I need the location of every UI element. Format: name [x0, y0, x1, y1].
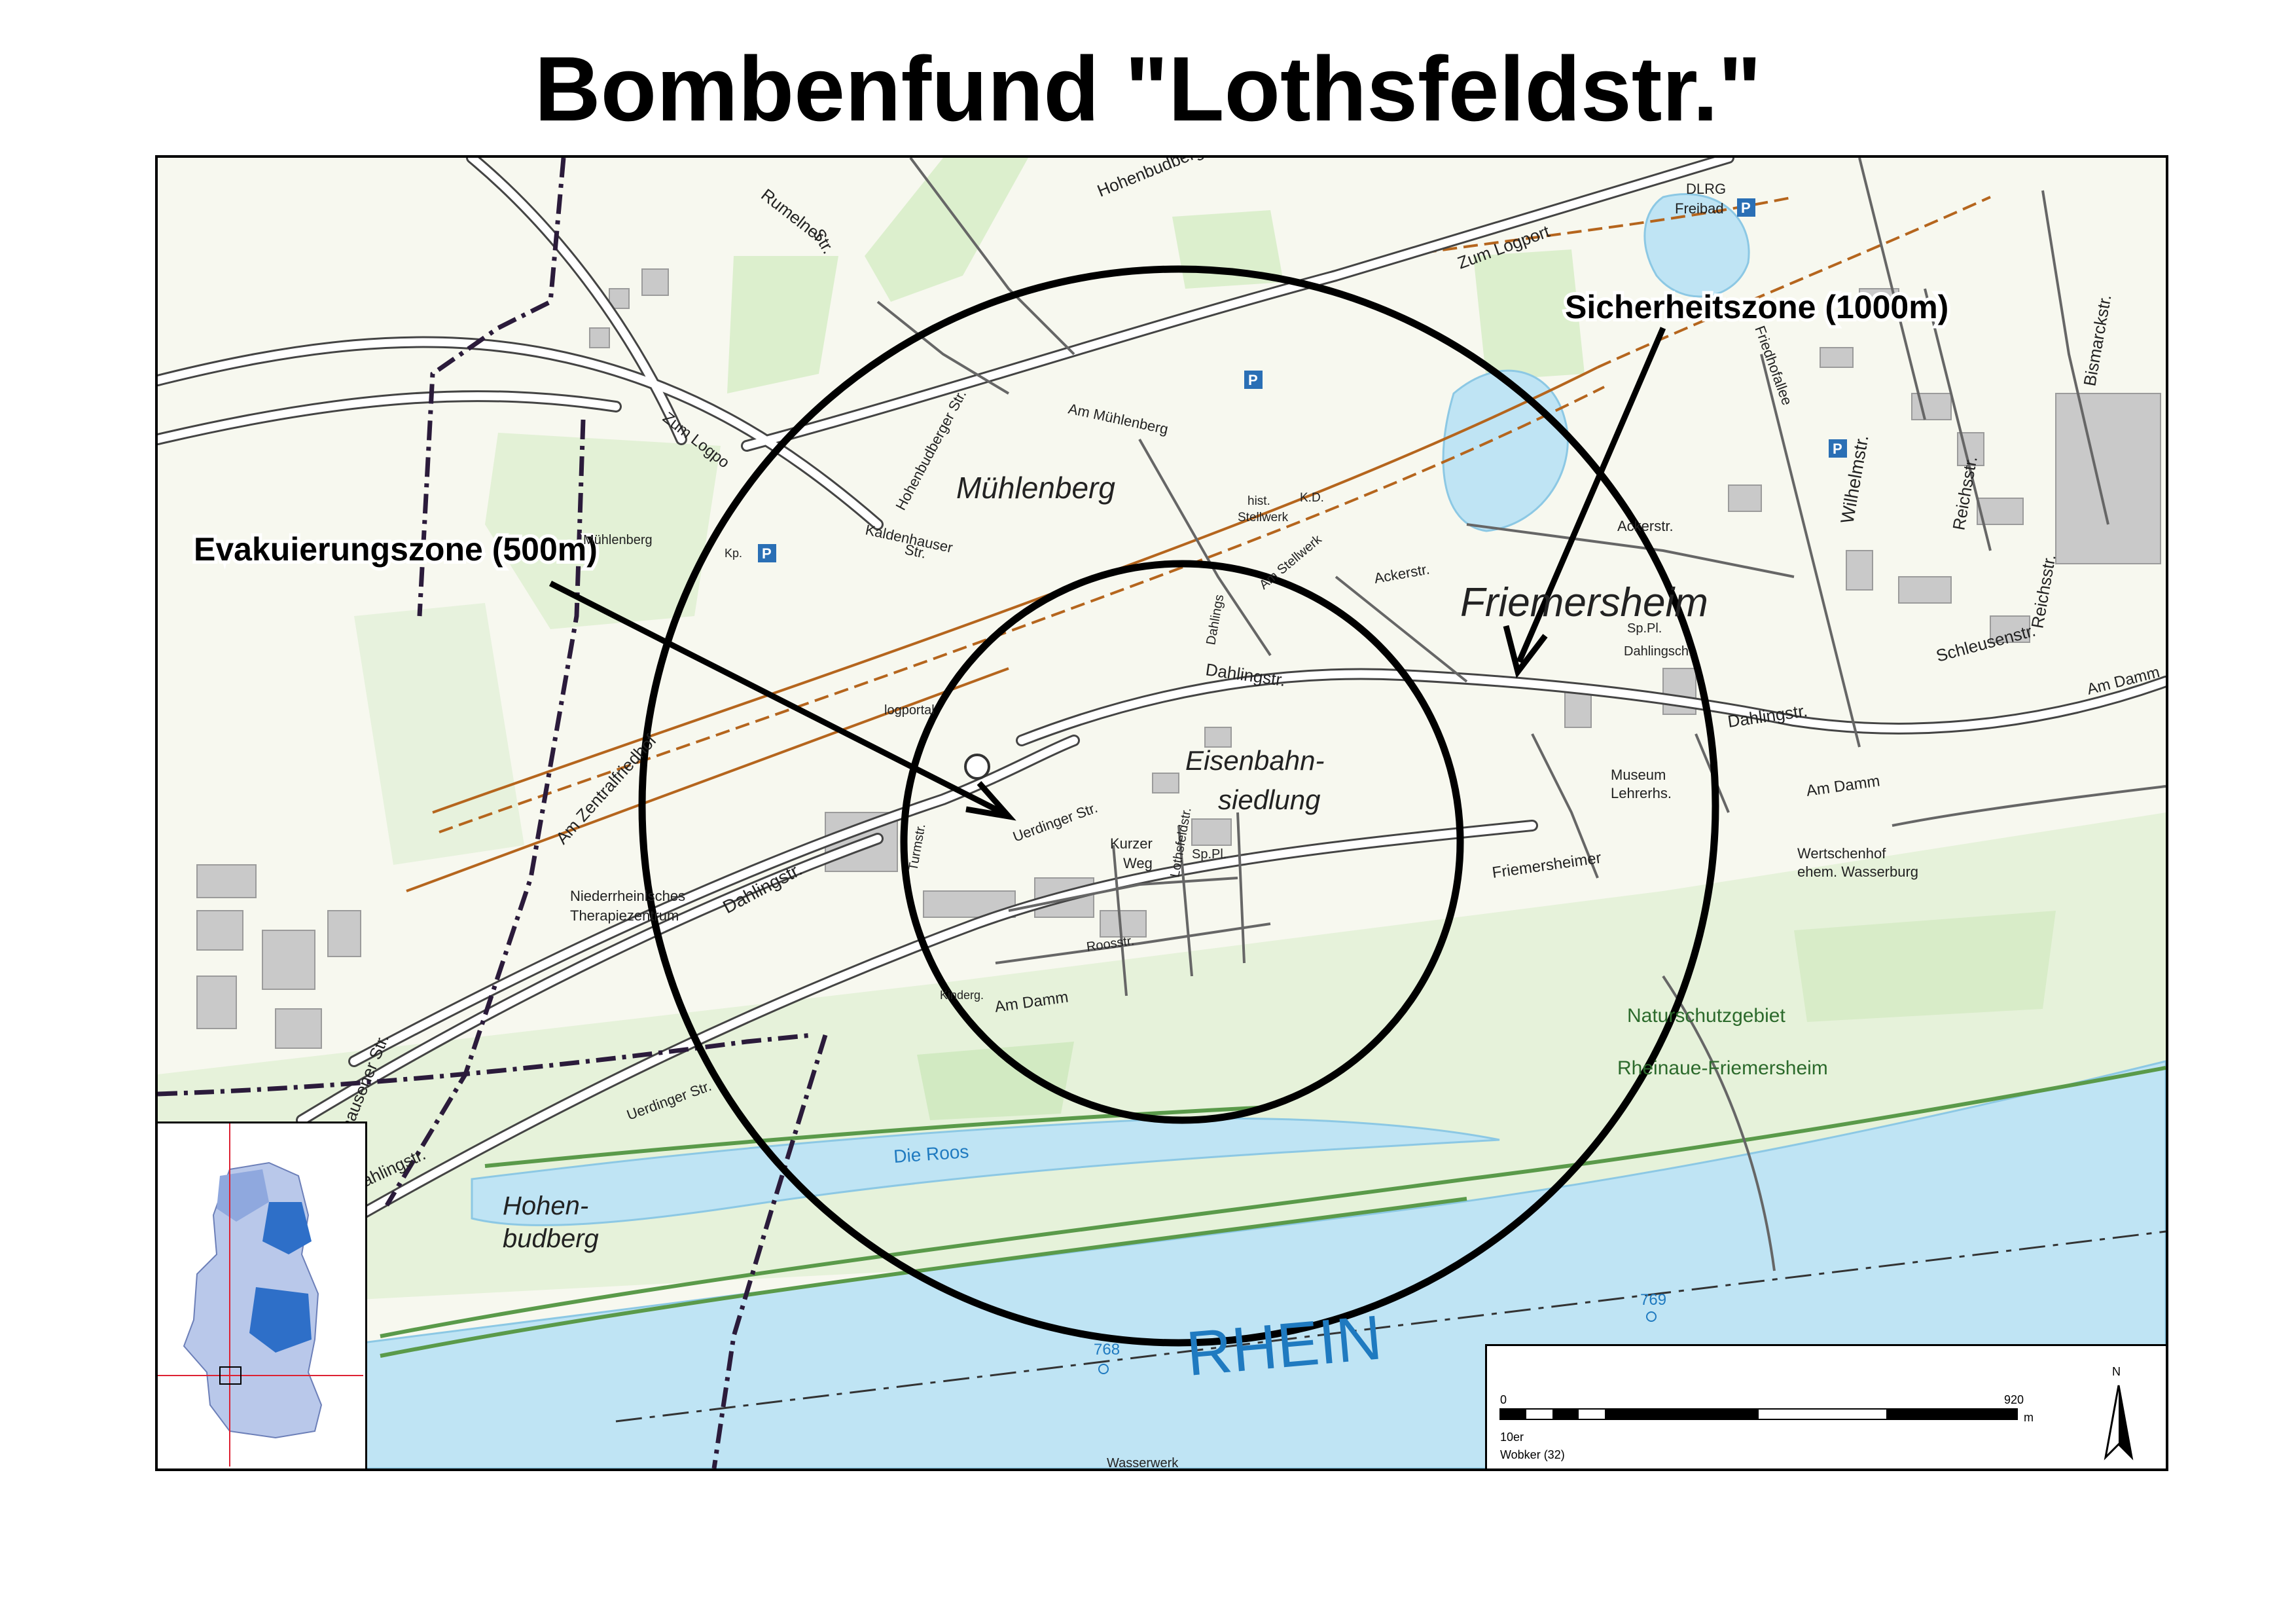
scale-bar — [1499, 1408, 2018, 1420]
place-hohenbudberg-2: budberg — [503, 1224, 599, 1253]
poi-kd: K.D. — [1300, 491, 1324, 505]
street-kurzer-weg-2: Weg — [1123, 855, 1153, 871]
poi-sp-pl-2: Sp.Pl. — [1627, 621, 1662, 636]
poi-nsg-2: Rheinaue-Friemersheim — [1617, 1057, 1828, 1079]
svg-text:P: P — [1833, 441, 1842, 457]
roads-major-fill — [158, 158, 2166, 1222]
place-muehlenberg: Mühlenberg — [956, 471, 1115, 505]
die-roos-channel — [471, 1117, 1500, 1226]
poi-logportal: logportal — [884, 703, 935, 718]
svg-text:P: P — [1248, 372, 1258, 388]
svg-text:P: P — [1741, 200, 1751, 216]
river-km-768: 768 — [1094, 1341, 1120, 1359]
poi-kp: Kp. — [725, 547, 742, 560]
scale-line1: 10er — [1500, 1431, 1524, 1444]
evacuation-zone-label: Evakuierungszone (500m) — [194, 531, 598, 568]
poi-wertschenhof-1: Wertschenhof — [1797, 845, 1886, 862]
north-label: N — [2112, 1365, 2121, 1378]
scale-start-label: 0 — [1500, 1393, 1507, 1406]
inset-svg — [158, 1123, 363, 1467]
scale-end-label: 920 — [2004, 1393, 2024, 1406]
safety-zone-circle[interactable] — [638, 265, 1719, 1347]
km-marker-769 — [1646, 1311, 1657, 1322]
poi-muehlenberg-small: Mühlenberg — [583, 533, 653, 547]
evacuation-arrow — [548, 580, 1016, 821]
inset-district-highlight-1 — [262, 1202, 312, 1254]
poi-wertschenhof-2: ehem. Wasserburg — [1797, 864, 1918, 880]
river-km-769: 769 — [1640, 1291, 1666, 1309]
poi-sp-pl: Sp.Pl. — [1192, 847, 1227, 862]
dlrg-pond — [1643, 193, 1750, 298]
poi-dahlingsch: Dahlingsch. — [1624, 644, 1693, 659]
poi-niederrh-2: Therapiezentrum — [570, 907, 679, 924]
poi-hist-2: Stellwerk — [1238, 511, 1289, 524]
buildings — [196, 268, 2161, 1049]
poi-wasserwerk: Wasserwerk — [1107, 1456, 1179, 1468]
scale-line2: Wobker (32) — [1500, 1448, 1565, 1461]
poi-kinderg: Kinderg. — [940, 989, 984, 1002]
map-canvas[interactable]: P P P P Evakuierungszone (500m) Sicherhe… — [158, 158, 2166, 1468]
map-frame[interactable]: P P P P Evakuierungszone (500m) Sicherhe… — [155, 155, 2168, 1471]
parking-signs: P P P P — [758, 198, 1847, 562]
place-friemersheim: Friemersheim — [1460, 580, 1708, 625]
poi-dlrg: DLRG — [1686, 181, 1726, 197]
overview-inset-map — [158, 1122, 367, 1468]
safety-zone-label: Sicherheitszone (1000m) — [1565, 289, 1948, 325]
railway-tracks — [406, 196, 1991, 892]
street-kurzer-weg-1: Kurzer — [1110, 835, 1153, 852]
roundabout — [964, 754, 990, 780]
evacuation-zone-circle[interactable] — [900, 560, 1464, 1124]
inset-district-highlight-2 — [249, 1287, 312, 1353]
district-boundary — [158, 158, 828, 1468]
place-eisenbahnsiedlung-1: Eisenbahn- — [1185, 745, 1324, 776]
poi-museum-1: Museum — [1611, 767, 1666, 783]
north-arrow-fill — [2119, 1385, 2132, 1457]
safety-arrow — [1503, 327, 1666, 679]
scale-legend: 0 920 m 10er Wobker (32) N — [1485, 1344, 2166, 1468]
scale-svg: 0 920 m 10er Wobker (32) N — [1499, 1365, 2134, 1461]
river-name-rhein: RHEIN — [1184, 1302, 1385, 1389]
river-axis-line — [615, 1230, 2166, 1423]
map-title: Bombenfund "Lothsfeldstr." — [534, 37, 1762, 140]
place-eisenbahnsiedlung-2: siedlung — [1218, 784, 1320, 815]
street-ackerstr-2: Ackerstr. — [1617, 518, 1674, 534]
svg-text:P: P — [762, 545, 772, 562]
km-marker-768 — [1098, 1364, 1109, 1374]
poi-niederrh-1: Niederrheinisches — [570, 888, 685, 904]
river-embankments — [380, 1066, 2166, 1358]
place-hohenbudberg-1: Hohen- — [503, 1192, 588, 1220]
scale-unit-label: m — [2024, 1411, 2034, 1424]
poi-freibad: Freibad — [1675, 200, 1724, 217]
inset-extent-box — [219, 1366, 242, 1385]
poi-museum-2: Lehrerhs. — [1611, 785, 1672, 801]
lake — [1442, 369, 1569, 532]
roads-minor — [876, 158, 2166, 1271]
poi-nsg-1: Naturschutzgebiet — [1627, 1005, 1785, 1027]
poi-hist-1: hist. — [1247, 494, 1270, 508]
